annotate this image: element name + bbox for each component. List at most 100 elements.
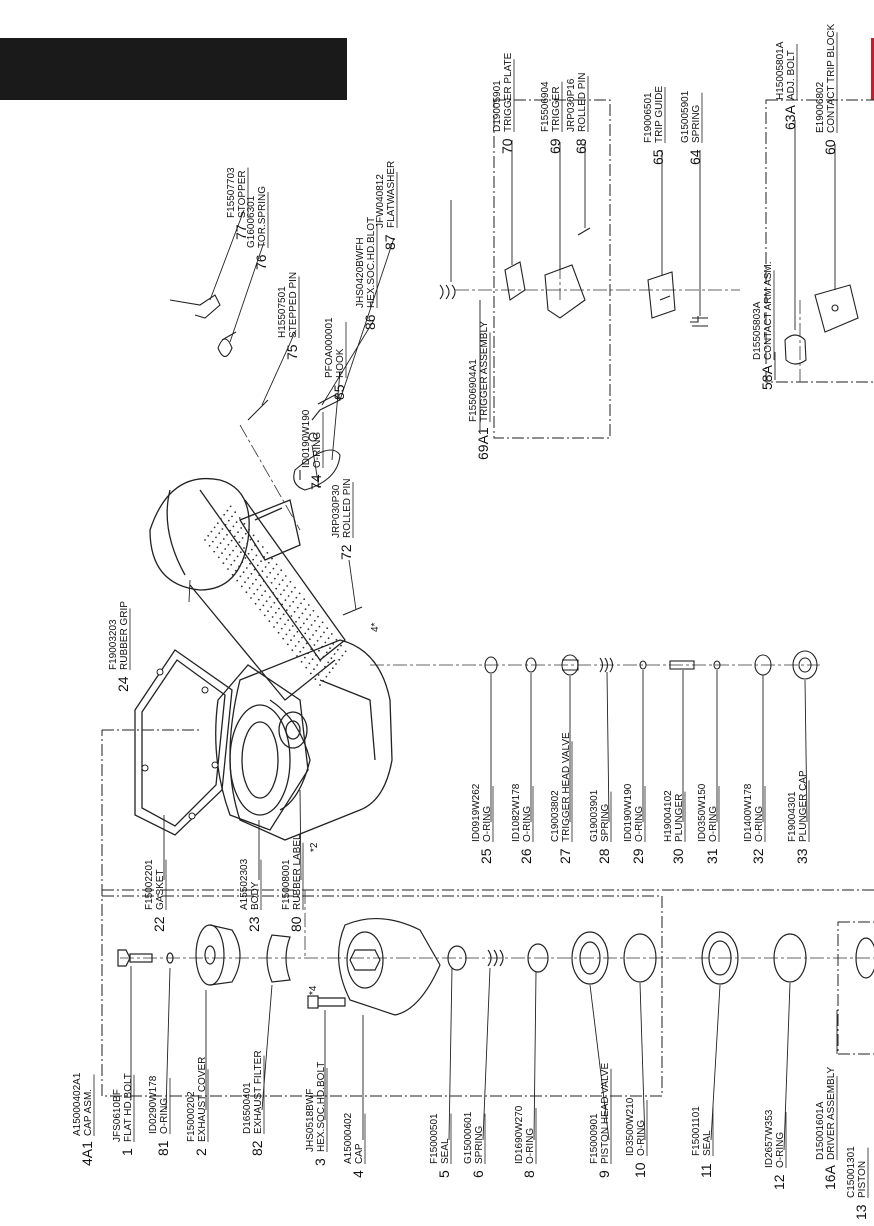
part-code: G15000601 xyxy=(463,1111,474,1164)
part-description: CAP ASM. xyxy=(83,1089,94,1136)
part-description: SPRING xyxy=(691,104,702,143)
gasket-shape xyxy=(134,649,233,836)
part-description: RUBBER LABEL xyxy=(292,834,303,910)
part-code: H15507501 xyxy=(277,286,288,338)
part-code: ID0350W150 xyxy=(697,783,708,842)
quantity-note: *4 xyxy=(308,985,319,995)
part-code: ID1082W178 xyxy=(511,783,522,842)
part-code: G19003901 xyxy=(589,789,600,842)
part-number: 16A xyxy=(822,1164,838,1190)
part-code: ID0190W190 xyxy=(301,409,312,468)
accent-edge xyxy=(871,38,874,100)
part-number: 13 xyxy=(853,1204,869,1220)
part-description: ADJ. BOLT xyxy=(786,50,797,100)
part-description: ROLLED PIN xyxy=(342,479,353,538)
part-code: A15000402A1 xyxy=(72,1072,83,1136)
cap-assembly-frame xyxy=(101,895,663,1097)
part-code: C15001301 xyxy=(846,1146,857,1198)
part-number: 26 xyxy=(518,848,534,864)
part-number: 6 xyxy=(470,1170,486,1178)
part-code: F15506904 xyxy=(540,81,551,132)
part-description: GASKET xyxy=(155,869,166,910)
part-code: D16500401 xyxy=(242,1082,253,1134)
part-description: STEPPED PIN xyxy=(288,272,299,338)
part-number: 30 xyxy=(670,848,686,864)
part-code: F19003203 xyxy=(108,619,119,670)
part-code: PFOA000001 xyxy=(324,317,335,378)
part-description: O-RING xyxy=(525,1128,536,1164)
part-description: TRIP GUIDE xyxy=(654,86,665,143)
part-code: H15005801A xyxy=(775,41,786,100)
part-code: ID3500W210 xyxy=(625,1097,636,1156)
part-description: O-RING xyxy=(159,1098,170,1134)
part-description: SPRING xyxy=(600,803,611,842)
part-number: 32 xyxy=(750,848,766,864)
part-description: PLUNGER CAP xyxy=(798,770,809,842)
part-number: 9 xyxy=(596,1170,612,1178)
part-code: JFS0610BF xyxy=(112,1089,123,1142)
trigger-assembly-frame xyxy=(493,99,611,439)
part-description: HEX.SOC.HD.BLOT xyxy=(366,217,377,308)
part-code: D15001601A xyxy=(815,1101,826,1160)
part-code: ID2657W353 xyxy=(764,1109,775,1168)
part-number: 68 xyxy=(573,138,589,154)
part-code: JHS0420BWFH xyxy=(355,237,366,308)
part-number: 24 xyxy=(115,676,131,692)
part-description: DRIVER ASSEMBLY xyxy=(826,1066,837,1160)
part-number: 63A xyxy=(782,104,798,130)
part-number: 76 xyxy=(253,254,269,270)
part-description: CONTACT ARM ASM. xyxy=(763,261,774,360)
part-description: PLUNGER xyxy=(674,794,685,842)
part-number: 27 xyxy=(557,848,573,864)
part-code: ID0919W262 xyxy=(471,783,482,842)
part-number: 70 xyxy=(499,138,515,154)
part-code: JRP030P30 xyxy=(331,484,342,538)
part-description: PISTON HEAD VALVE xyxy=(600,1063,611,1164)
title-bar xyxy=(0,38,347,100)
part-number: 69 xyxy=(547,138,563,154)
part-code: F19006501 xyxy=(643,92,654,143)
part-number: 64 xyxy=(687,149,703,165)
part-number: 87 xyxy=(382,234,398,250)
part-description: TRIGGER ASSEMBLY xyxy=(479,321,490,422)
part-description: CONTACT TRIP BLOCK xyxy=(826,23,837,133)
part-description: SPRING xyxy=(474,1125,485,1164)
part-description: EXHAUST COVER xyxy=(197,1057,208,1142)
part-number: 81 xyxy=(155,1140,171,1156)
part-number: 60 xyxy=(822,139,838,155)
cap-parts-drawing xyxy=(117,917,874,1016)
part-code: H19004102 xyxy=(663,790,674,842)
part-code: F15002201 xyxy=(144,859,155,910)
part-number: 31 xyxy=(704,848,720,864)
part-description: O-RING xyxy=(482,806,493,842)
part-description: O-RING xyxy=(634,806,645,842)
part-number: 4 xyxy=(350,1170,366,1178)
